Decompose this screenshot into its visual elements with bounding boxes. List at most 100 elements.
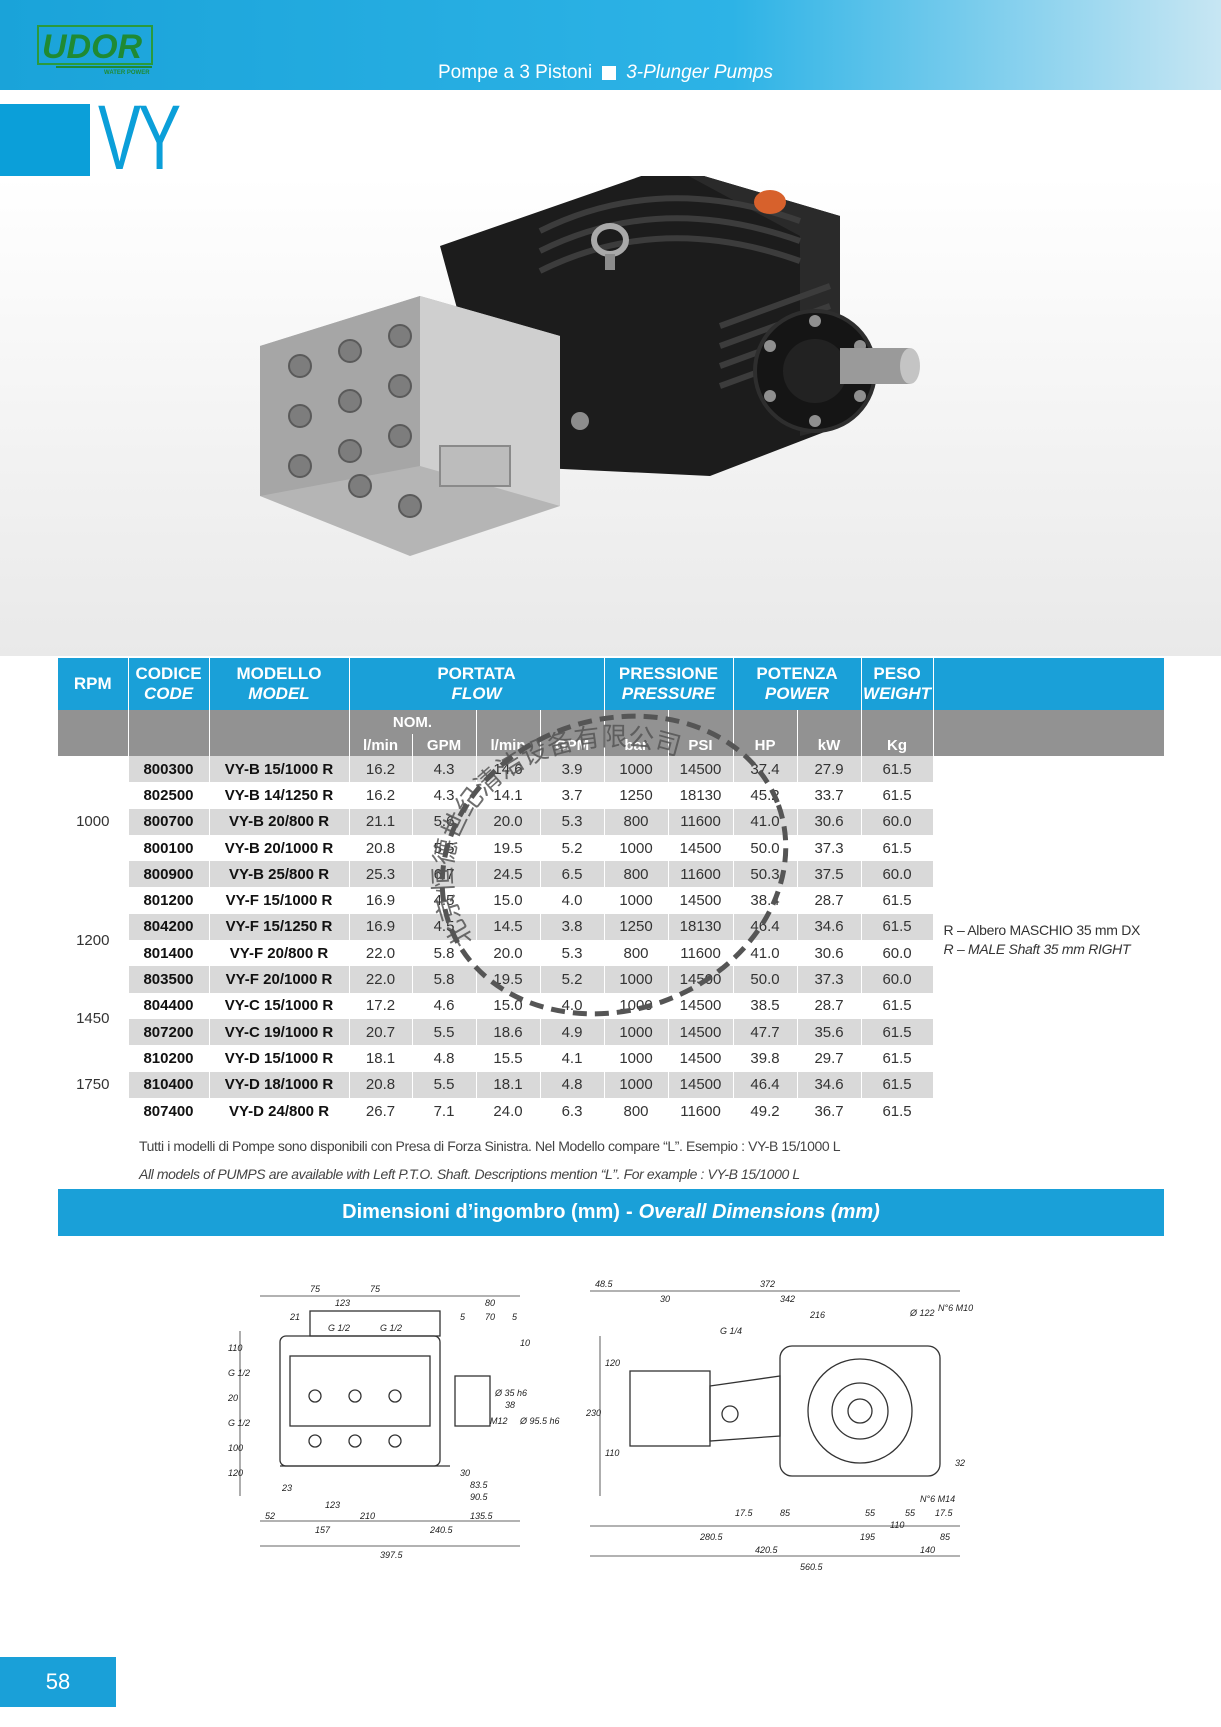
cell: 19.5 — [476, 966, 541, 993]
model-cell: VY-D 15/1000 R — [209, 1045, 350, 1072]
dim-side-bottom-2: 85 — [780, 1508, 791, 1518]
code-cell: 800100 — [128, 834, 210, 862]
cell: 4.5 — [412, 887, 477, 914]
cell: 29.7 — [797, 1045, 862, 1072]
dim-side-top-2: 372 — [760, 1279, 775, 1289]
code-cell: 810400 — [128, 1071, 210, 1098]
model-cell: VY-F 15/1000 R — [209, 887, 350, 914]
code-cell: 807200 — [128, 1018, 210, 1046]
dimensions-title-en: Overall Dimensions (mm) — [638, 1201, 880, 1223]
cell: 1250 — [604, 913, 669, 941]
code-cell: 800900 — [128, 861, 210, 888]
cell: 1000 — [604, 887, 669, 914]
dim-front-left-3: 20 — [227, 1393, 238, 1403]
dim-front-right-2: 38 — [505, 1400, 515, 1410]
dim-side-bottom-4: 55 — [905, 1508, 916, 1518]
cell: 1000 — [604, 1018, 669, 1046]
cell: 1000 — [604, 992, 669, 1019]
cell: 4.9 — [540, 1018, 605, 1046]
cell: 800 — [604, 861, 669, 888]
cell: 14500 — [668, 756, 734, 783]
unit-bar: bar — [604, 734, 669, 756]
cell: 14500 — [668, 887, 734, 914]
cell: 1000 — [604, 1045, 669, 1072]
dim-front-right-7: 90.5 — [470, 1492, 489, 1502]
cell: 46.4 — [733, 913, 798, 941]
cell: 60.0 — [861, 861, 934, 888]
cell: 4.3 — [412, 782, 477, 809]
cell: 20.7 — [349, 1018, 413, 1046]
cell: 61.5 — [861, 992, 934, 1019]
cell: 61.5 — [861, 756, 934, 783]
cell: 39.8 — [733, 1045, 798, 1072]
cell: 14.6 — [476, 756, 541, 783]
dim-front-left-4: G 1/2 — [228, 1418, 250, 1428]
dim-front-bottom-8: 397.5 — [380, 1550, 404, 1560]
cell: 11600 — [668, 1097, 734, 1125]
cell: 3.7 — [540, 782, 605, 809]
cell: 14500 — [668, 1045, 734, 1072]
shaft-note: R – Albero MASCHIO 35 mm DX R – MALE Sha… — [933, 756, 1165, 1125]
cell: 60.0 — [861, 808, 934, 835]
series-title: Pompe a 3 Pistoni 3-Plunger Pumps — [438, 62, 773, 84]
cell: 4.5 — [412, 913, 477, 941]
dim-front-right-1: Ø 35 h6 — [494, 1388, 527, 1398]
cell: 7.1 — [412, 1097, 477, 1125]
cell: 14500 — [668, 966, 734, 993]
cell: 33.7 — [797, 782, 862, 809]
cell: 6.3 — [540, 1097, 605, 1125]
dim-front-top-4: 21 — [289, 1312, 300, 1322]
cell: 5.5 — [412, 1018, 477, 1046]
cell: 3.8 — [540, 913, 605, 941]
cell: 61.5 — [861, 887, 934, 914]
product-photo-area — [0, 176, 1221, 656]
cell: 11600 — [668, 808, 734, 835]
cell: 20.8 — [349, 834, 413, 862]
square-bullet-icon — [602, 66, 617, 80]
cell: 11600 — [668, 861, 734, 888]
dim-side-right-1: 32 — [955, 1458, 965, 1468]
rpm-group: 1200 — [58, 887, 129, 993]
cell: 6.5 — [540, 861, 605, 888]
model-cell: VY-F 20/800 R — [209, 940, 350, 967]
model-cell: VY-B 25/800 R — [209, 861, 350, 888]
cell: 41.0 — [733, 808, 798, 835]
code-cell: 804400 — [128, 992, 210, 1019]
cell: 26.7 — [349, 1097, 413, 1125]
dim-front-left-6: 120 — [228, 1468, 243, 1478]
dim-front-top-2: 75 — [370, 1284, 381, 1294]
dim-side-top-7: Ø 122 — [909, 1308, 935, 1318]
dim-side-top-6: G 1/4 — [720, 1326, 742, 1336]
cell: 14.1 — [476, 782, 541, 809]
dim-side-bottom-11: 140 — [920, 1545, 935, 1555]
cell: 45.2 — [733, 782, 798, 809]
cell: 16.2 — [349, 756, 413, 783]
cell: 61.5 — [861, 1045, 934, 1072]
cell: 20.8 — [349, 1071, 413, 1098]
cell: 38.5 — [733, 992, 798, 1019]
unit-psi: PSI — [668, 734, 734, 756]
code-cell: 803500 — [128, 966, 210, 993]
code-cell: 807400 — [128, 1097, 210, 1125]
cell: 14500 — [668, 992, 734, 1019]
cell: 30.6 — [797, 940, 862, 967]
cell: 20.0 — [476, 808, 541, 835]
dim-side-right-2: N°6 M14 — [920, 1494, 955, 1504]
model-cell: VY-D 18/1000 R — [209, 1071, 350, 1098]
cell: 60.0 — [861, 966, 934, 993]
unit-kw: kW — [797, 734, 862, 756]
cell: 5.3 — [540, 940, 605, 967]
dim-front-right-4: Ø 95.5 h6 — [519, 1416, 560, 1426]
cell: 61.5 — [861, 782, 934, 809]
model-family-title: VY — [98, 87, 181, 189]
footnote-en: All models of PUMPS are available with L… — [139, 1166, 800, 1182]
cell: 28.7 — [797, 887, 862, 914]
logo-text: UDOR — [42, 28, 143, 66]
rpm-group: 1750 — [58, 1045, 129, 1125]
cell: 18.1 — [476, 1071, 541, 1098]
cell: 15.5 — [476, 1045, 541, 1072]
cell: 4.8 — [412, 1045, 477, 1072]
cell: 15.0 — [476, 992, 541, 1019]
note-it: R – Albero MASCHIO 35 mm DX — [943, 922, 1141, 939]
